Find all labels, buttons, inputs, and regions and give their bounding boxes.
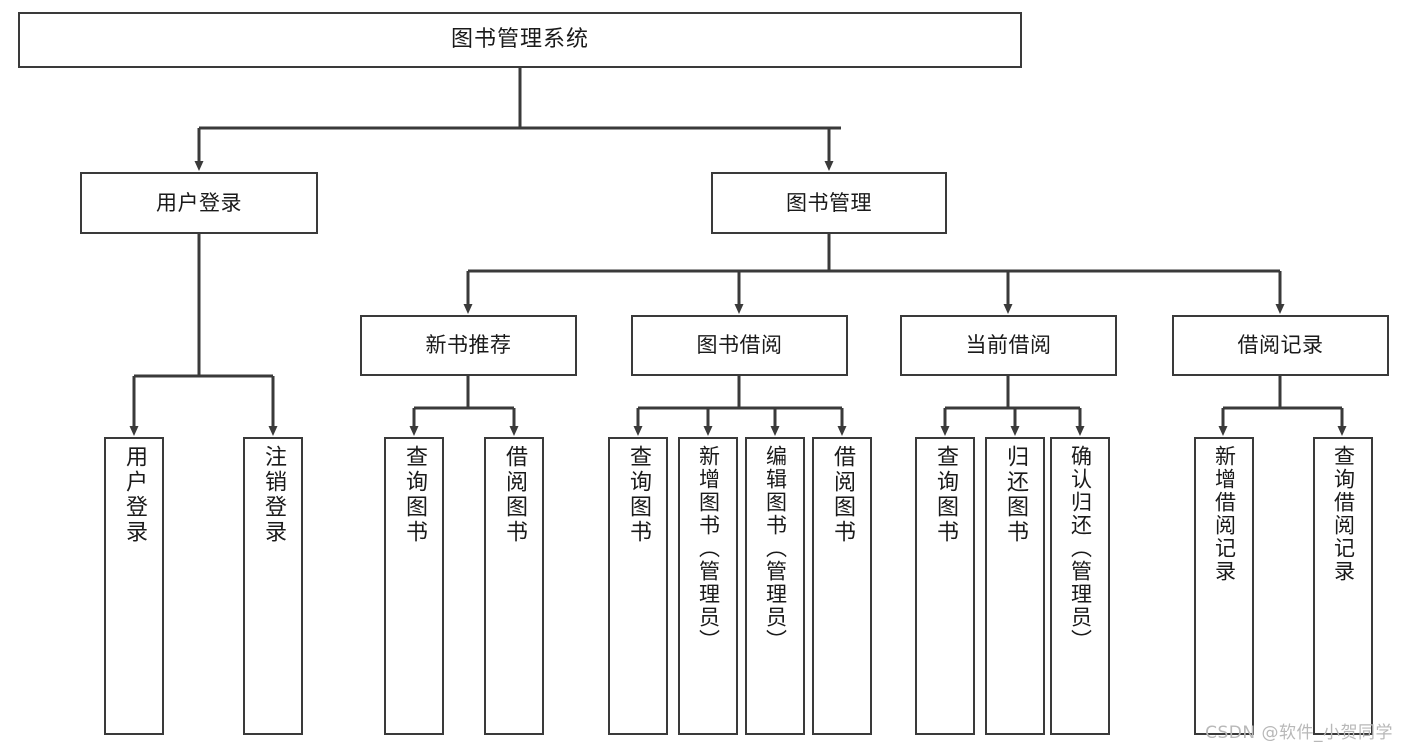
- node-leaf-user-logout-label: 注销登录: [261, 445, 286, 545]
- node-new-book-recommend[interactable]: 新书推荐: [360, 315, 577, 376]
- node-leaf-current-query-book-label: 查询图书: [933, 445, 958, 545]
- node-leaf-current-return-book[interactable]: 归还图书: [985, 437, 1045, 735]
- node-user-login-label: 用户登录: [156, 190, 242, 215]
- node-user-login[interactable]: 用户登录: [80, 172, 318, 234]
- node-leaf-borrow-add-book-label: 新增图书（管理员）: [696, 445, 721, 652]
- node-leaf-current-confirm-return[interactable]: 确认归还（管理员）: [1050, 437, 1110, 735]
- node-leaf-borrow-edit-book[interactable]: 编辑图书（管理员）: [745, 437, 805, 735]
- node-leaf-recommend-borrow-book[interactable]: 借阅图书: [484, 437, 544, 735]
- node-new-book-recommend-label: 新书推荐: [425, 333, 512, 358]
- node-book-manage-label: 图书管理: [786, 190, 872, 215]
- node-root[interactable]: 图书管理系统: [18, 12, 1022, 68]
- node-borrow-record-label: 借阅记录: [1237, 333, 1324, 358]
- node-leaf-borrow-edit-book-label: 编辑图书（管理员）: [763, 445, 788, 652]
- node-leaf-recommend-query-book-label: 查询图书: [402, 445, 427, 545]
- node-leaf-borrow-query-book-label: 查询图书: [626, 445, 651, 545]
- node-leaf-current-confirm-return-label: 确认归还（管理员）: [1068, 445, 1093, 652]
- node-current-borrow[interactable]: 当前借阅: [900, 315, 1117, 376]
- node-leaf-record-add-label: 新增借阅记录: [1212, 445, 1237, 583]
- node-book-borrow-label: 图书借阅: [696, 333, 783, 358]
- node-leaf-borrow-do-borrow[interactable]: 借阅图书: [812, 437, 872, 735]
- node-leaf-record-query-label: 查询借阅记录: [1331, 445, 1356, 583]
- node-book-manage[interactable]: 图书管理: [711, 172, 947, 234]
- node-root-label: 图书管理系统: [450, 27, 589, 53]
- node-borrow-record[interactable]: 借阅记录: [1172, 315, 1389, 376]
- node-leaf-recommend-query-book[interactable]: 查询图书: [384, 437, 444, 735]
- node-leaf-user-logout[interactable]: 注销登录: [243, 437, 303, 735]
- node-leaf-recommend-borrow-book-label: 借阅图书: [502, 445, 527, 545]
- node-leaf-record-query[interactable]: 查询借阅记录: [1313, 437, 1373, 735]
- node-leaf-borrow-query-book[interactable]: 查询图书: [608, 437, 668, 735]
- node-leaf-user-login[interactable]: 用户登录: [104, 437, 164, 735]
- node-leaf-user-login-label: 用户登录: [122, 445, 147, 545]
- node-leaf-current-query-book[interactable]: 查询图书: [915, 437, 975, 735]
- node-current-borrow-label: 当前借阅: [965, 333, 1052, 358]
- csdn-watermark: CSDN @软件_小贺同学: [1205, 723, 1393, 743]
- node-leaf-borrow-add-book[interactable]: 新增图书（管理员）: [678, 437, 738, 735]
- node-leaf-borrow-do-borrow-label: 借阅图书: [830, 445, 855, 545]
- node-book-borrow[interactable]: 图书借阅: [631, 315, 848, 376]
- node-leaf-record-add[interactable]: 新增借阅记录: [1194, 437, 1254, 735]
- node-leaf-current-return-book-label: 归还图书: [1003, 445, 1028, 545]
